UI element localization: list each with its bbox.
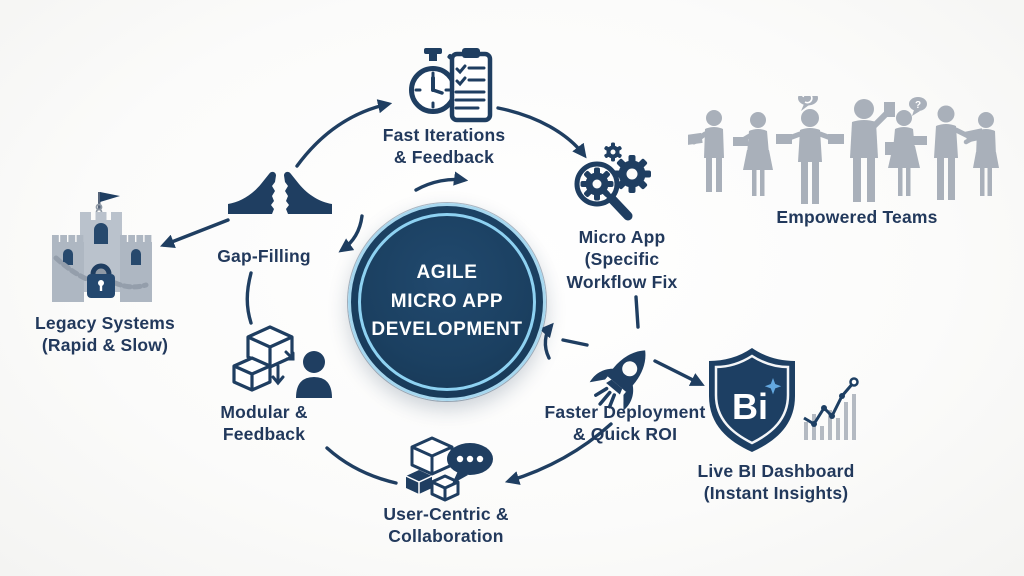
center-hub-title: AGILE MICRO APP DEVELOPMENT [371, 262, 523, 341]
cubes-chat-icon [405, 436, 493, 502]
rocket-icon [589, 350, 646, 411]
fast-iterations-label: Fast Iterations & Feedback [382, 125, 506, 168]
faster-deployment-label: Faster Deployment & Quick ROI [544, 402, 706, 445]
broken-bridge-icon [228, 171, 332, 214]
empowered-teams-label: Empowered Teams [776, 207, 938, 227]
svg-text:?: ? [915, 100, 921, 111]
gears-magnifier-icon [574, 142, 651, 221]
gap-filling-label: Gap-Filling [217, 246, 311, 266]
live-bi-label: Live BI Dashboard (Instant Insights) [697, 461, 855, 504]
cubes-person-icon [232, 325, 332, 398]
bi-shield-chart-icon: Bi [709, 348, 859, 452]
user-centric-label: User-Centric & Collaboration [383, 504, 509, 547]
center-hub: AGILE MICRO APP DEVELOPMENT [348, 203, 546, 401]
legacy-systems-label: Legacy Systems (Rapid & Slow) [35, 313, 175, 356]
stopwatch-checklist-icon [409, 48, 493, 123]
svg-text:Bi: Bi [732, 386, 768, 427]
people-silhouettes-icon: ? [688, 96, 999, 204]
micro-app-label: Micro App (Specific Workflow Fix [566, 227, 678, 292]
castle-lock-icon [52, 192, 152, 302]
modular-feedback-label: Modular & Feedback [220, 402, 308, 445]
